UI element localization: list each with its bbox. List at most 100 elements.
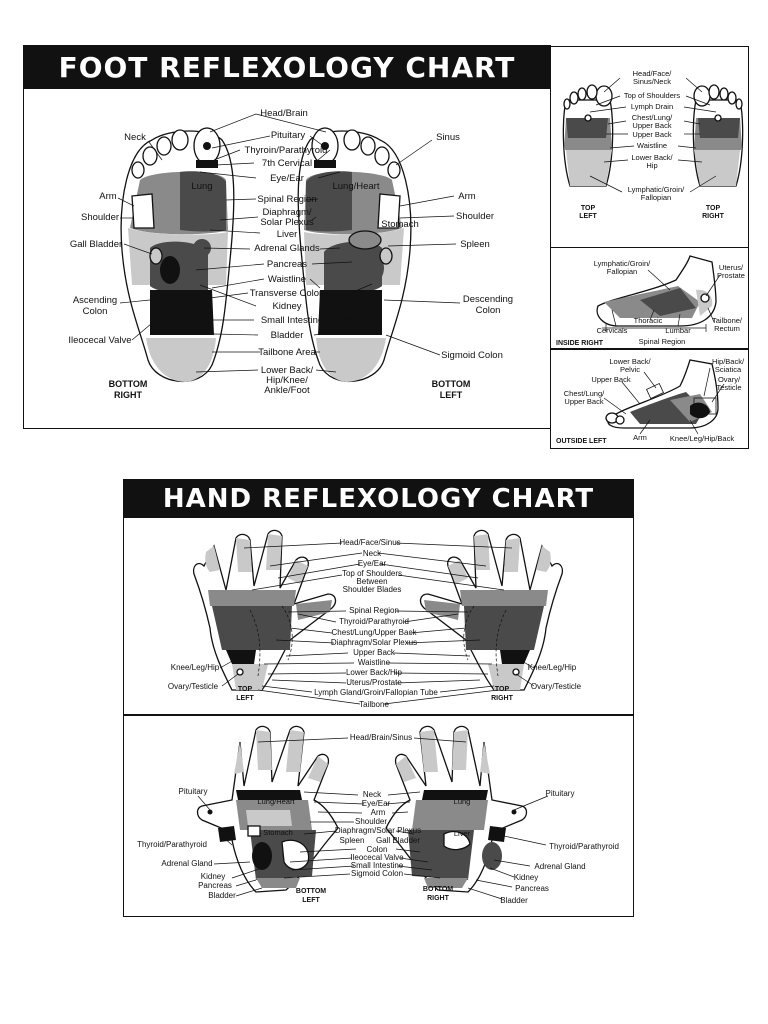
hand-bottom-leaders [197, 737, 549, 900]
hand-label-chest: Chest/Lung/Upper Back [332, 628, 418, 637]
hand-label-head-brain-sinus: Head/Brain/Sinus [350, 733, 412, 742]
foot-label-gall-bladder: Gall Bladder [70, 239, 122, 250]
hand-label-ovary-right: Ovary/Testicle [531, 682, 582, 691]
foot-label-bladder: Bladder [271, 330, 304, 341]
bottom-left-hand [196, 725, 339, 893]
hand-bottom-labels: Head/Brain/Sinus Neck Eye/Ear Arm Should… [137, 733, 619, 905]
inside-label-tailbone: Tailbone/Rectum [712, 316, 743, 333]
outside-label-knee: Knee/Leg/Hip/Back [670, 434, 734, 443]
hand-inner-liver: Liver [454, 829, 471, 838]
top-label-lower-back: Lower Back/Hip [631, 153, 673, 170]
foot-label-sinus: Sinus [436, 132, 460, 143]
hand-label-bottom-small-intestine: Small Intestine [351, 861, 404, 870]
hand-label-br-bladder: Bladder [500, 896, 528, 905]
foot-label-pituitary: Pituitary [271, 130, 306, 141]
hand-label-uterus: Uterus/Prostate [346, 678, 402, 687]
foot-label-liver: Liver [277, 229, 298, 240]
inside-labels: Lymphatic/Groin/Fallopian Uterus/Prostat… [556, 259, 745, 347]
hand-label-br-adrenal: Adrenal Gland [534, 862, 585, 871]
hand-label-bl-pituitary: Pituitary [179, 787, 208, 796]
hand-label-ovary-left: Ovary/Testicle [168, 682, 219, 691]
hand-label-spinal-region: Spinal Region [349, 606, 399, 615]
outside-caption: OUTSIDE LEFT [556, 438, 607, 445]
foot-inner-stomach: Stomach [381, 219, 419, 230]
hand-label-lymph-gland: Lymph Gland/Groin/Fallopian Tube [314, 688, 438, 697]
outside-labels: Lower Back/Pelvic Hip/Back/Sciatica Uppe… [556, 357, 745, 445]
foot-label-lower-back: Lower Back/Hip/Knee/Ankle/Foot [261, 365, 314, 396]
outside-label-lower-back: Lower Back/Pelvic [609, 357, 651, 374]
hand-label-bottom-diaphragm: Diaphragm/Solar Plexus [335, 826, 421, 835]
foot-label-kidney: Kidney [272, 301, 301, 312]
hand-label-knee-left: Knee/Leg/Hip [171, 663, 220, 672]
hand-label-waistline: Waistline [358, 658, 391, 667]
outside-label-chest: Chest/Lung/Upper Back [564, 389, 605, 406]
hand-label-bottom-neck: Neck [363, 790, 382, 799]
inside-label-spinal-region: Spinal Region [639, 337, 686, 346]
foot-inner-lung-heart: Lung/Heart [332, 181, 379, 192]
foot-label-sigmoid-colon: Sigmoid Colon [441, 350, 503, 361]
hand-label-bottom-ileocecal: Ileocecal Valve [350, 853, 404, 862]
foot-chart-panel [23, 45, 551, 429]
inside-foot-shape [596, 255, 717, 332]
inside-label-cervicals: Cervicals [597, 326, 628, 335]
outside-label-hip: Hip/Back/Sciatica [712, 357, 745, 374]
hand-label-bottom-spleen: Spleen [340, 836, 365, 845]
top-label-waistline: Waistline [637, 141, 667, 150]
hand-label-bottom-gall-bladder: Gall Bladder [376, 836, 420, 845]
hand-top-leaders [219, 542, 535, 705]
foot-chart-title: FOOT REFLEXOLOGY CHART [24, 46, 550, 89]
foot-label-thyroid: Thyroin/Parathyroid [245, 145, 328, 156]
inside-caption: INSIDE RIGHT [556, 340, 604, 347]
hand-label-bl-kidney: Kidney [201, 872, 225, 881]
top-label-lymph-drain: Lymph Drain [631, 102, 673, 111]
hand-top-labels: Head/Face/Sinus Neck Eye/Ear Top of Shou… [168, 538, 582, 709]
foot-label-ileocecal-valve: Ileocecal Valve [68, 335, 131, 346]
right-foot-sole [120, 127, 235, 382]
foot-label-waistline: Waistline [268, 274, 306, 285]
hand-inner-stomach: Stomach [263, 828, 293, 837]
hand-label-diaphragm: Diaphragm/Solar Plexus [331, 638, 417, 647]
hand-label-br-pituitary: Pituitary [546, 789, 575, 798]
foot-label-head-brain: Head/Brain [260, 108, 308, 119]
hand-label-head-face-sinus: Head/Face/Sinus [339, 538, 400, 547]
foot-label-diaphragm: Diaphragm/Solar Plexus [260, 207, 314, 228]
inside-label-uterus: Uterus/Prostate [717, 263, 745, 280]
foot-top-leaders [589, 77, 717, 193]
foot-label-adrenal-glands: Adrenal Glands [254, 243, 320, 254]
inside-label-lymphatic: Lymphatic/Groin/Fallopian [594, 259, 651, 276]
foot-label-pancreas: Pancreas [267, 259, 307, 270]
inside-label-thoracic: Thoracic [634, 316, 663, 325]
foot-label-arm-left: Arm [458, 191, 476, 202]
foot-labels: Neck Arm Shoulder Gall Bladder Ascending… [68, 108, 513, 400]
foot-label-small-intestine: Small Intestine [261, 315, 323, 326]
hand-inner-lung: Lung [454, 797, 471, 806]
top-left-foot [562, 84, 614, 187]
hand-label-bl-bladder: Bladder [208, 891, 236, 900]
foot-label-transverse-colon: Transverse Colon [250, 288, 325, 299]
hand-label-lower-back: Lower Back/Hip [346, 668, 403, 677]
top-label-lymphatic: Lymphatic/Groin/Fallopian [628, 185, 685, 202]
outside-label-ovary: Ovary/Testicle [716, 375, 741, 392]
hand-label-bottom-arm: Arm [371, 808, 386, 817]
top-label-top-shoulders: Top of Shoulders [624, 91, 681, 100]
hand-label-knee-right: Knee/Leg/Hip [528, 663, 577, 672]
foot-label-7th-cervical: 7th Cervical [262, 158, 312, 169]
hand-label-bottom-sigmoid: Sigmoid Colon [351, 869, 403, 878]
hand-label-tailbone: Tailbone [359, 700, 389, 709]
foot-leader-lines [117, 113, 461, 373]
hand-inner-lung-heart: Lung/Heart [257, 797, 295, 806]
foot-label-arm-right: Arm [99, 191, 117, 202]
foot-label-tailbone-area: Tailbone Area [258, 347, 316, 358]
top-label-upper-back: Upper Back [632, 130, 671, 139]
hand-label-bl-pancreas: Pancreas [198, 881, 232, 890]
hand-label-thyroid: Thyroid/Parathyroid [339, 617, 409, 626]
